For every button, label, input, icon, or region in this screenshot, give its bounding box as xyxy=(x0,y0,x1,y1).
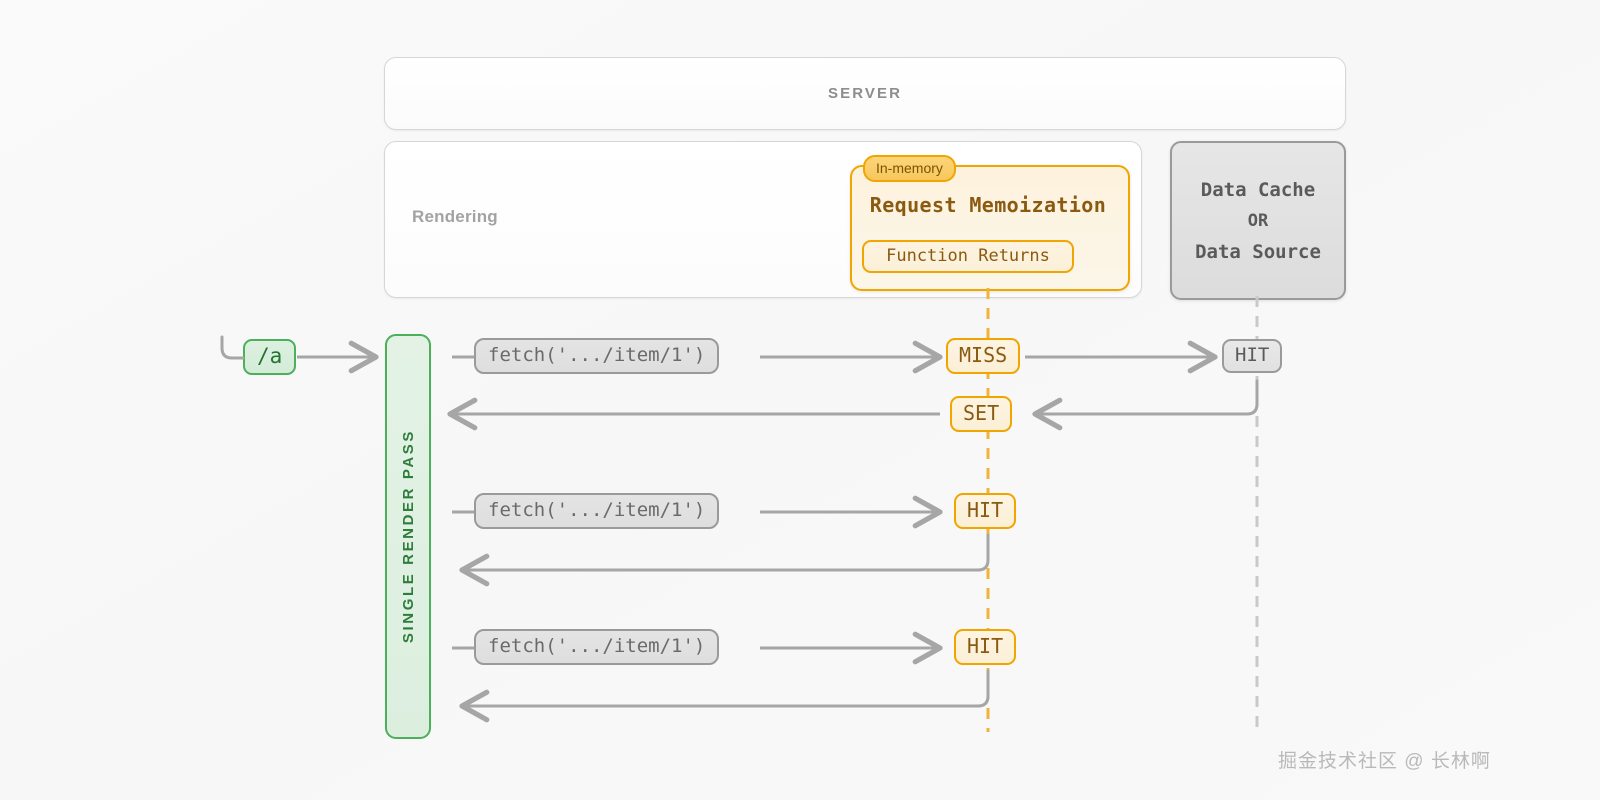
row-3-memo-status: HIT xyxy=(954,629,1017,665)
watermark: 掘金技术社区 @ 长林啊 xyxy=(1278,751,1491,772)
row-2-memo-return xyxy=(459,533,990,587)
row-1-cache-status: HIT xyxy=(1222,339,1283,373)
data-cache-line-1: Data Cache xyxy=(1200,178,1316,201)
row-1-fetch-chip: fetch('.../item/1') xyxy=(474,338,720,374)
in-memory-tag: In-memory xyxy=(863,155,956,182)
row-3-memo-return xyxy=(459,669,990,723)
server-title: SERVER xyxy=(827,85,902,102)
row-3-fetch-chip: fetch('.../item/1') xyxy=(474,629,720,665)
row-1-memo-status: MISS xyxy=(946,338,1021,374)
entry-hook xyxy=(220,335,245,360)
rendering-label: Rendering xyxy=(412,207,498,226)
route-chip[interactable]: /a xyxy=(243,339,297,375)
row-1-cache-return xyxy=(1032,379,1259,431)
row-2-fetch-chip: fetch('.../item/1') xyxy=(474,493,720,529)
server-panel: SERVER xyxy=(384,57,1346,130)
request-memoization-title: Request Memoization xyxy=(869,193,1107,217)
single-render-pass-bar: SINGLE RENDER PASS xyxy=(385,334,431,739)
row-1-return-status: SET xyxy=(950,396,1013,432)
function-returns-chip: Function Returns xyxy=(862,240,1074,273)
row-2-memo-status: HIT xyxy=(954,493,1017,529)
data-cache-line-2: OR xyxy=(1247,210,1269,231)
data-cache-line-3: Data Source xyxy=(1195,240,1321,263)
